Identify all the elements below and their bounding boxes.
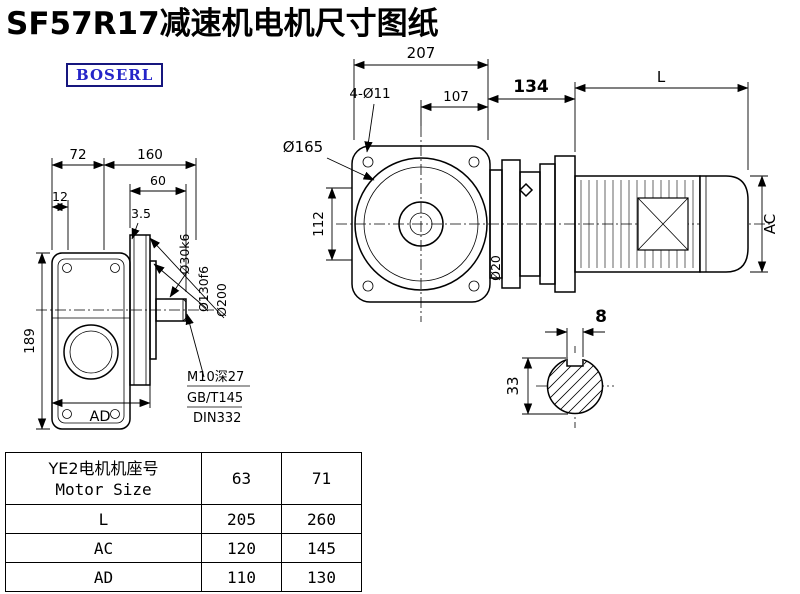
section-hatching [547, 358, 603, 414]
input-bore-circle [398, 201, 444, 247]
header-label-cell: YE2电机机座号 Motor Size [5, 452, 202, 505]
dim-shaft-dia-20: Ø20 [488, 255, 503, 281]
dim-60: 60 [150, 173, 166, 188]
value-L-63: 205 [201, 504, 282, 534]
value-AD-71: 130 [281, 562, 362, 592]
row-label-AC: AC [5, 533, 202, 563]
leader-tap-note [185, 313, 205, 378]
bolt-hole [62, 409, 72, 419]
note-std2: DIN332 [193, 411, 241, 426]
worm-housing-bore [63, 324, 119, 380]
keyway-outline [566, 359, 584, 367]
flange-circle-inner [363, 166, 479, 282]
leader-flange-dia-165 [326, 157, 375, 181]
table-row-L: L 205 260 [5, 504, 362, 534]
dim-107: 107 [443, 89, 469, 105]
label-shaft-dia: Ø30k6 [177, 233, 192, 274]
leader-bolt-holes [364, 103, 375, 153]
shaft-key-section: 8 33 [504, 307, 614, 428]
leader-flange-dia [149, 237, 225, 319]
dim-112: 112 [311, 211, 327, 237]
flange-bolt-hole [362, 156, 374, 168]
dim-207: 207 [407, 44, 436, 62]
dim-key-width: 8 [595, 307, 607, 327]
input-shaft-circle [409, 212, 433, 236]
gearbox-body-inner-outline [57, 258, 125, 424]
extension-lines-134-L [574, 82, 749, 170]
dim-3-5: 3.5 [131, 206, 151, 221]
table-header-row: YE2电机机座号 Motor Size 63 71 [5, 452, 362, 505]
nameplate-cross-lines [637, 197, 689, 251]
dim-189: 189 [22, 328, 38, 354]
dim-AD: AD [89, 409, 110, 425]
table-row-AD: AD 110 130 [5, 562, 362, 592]
dim-L: L [657, 68, 666, 86]
flange-circle-165 [354, 157, 488, 291]
worm-housing-bore-inner [69, 330, 113, 374]
bolt-hole [110, 263, 120, 273]
motor-size-table: YE2电机机座号 Motor Size 63 71 L 205 260 AC 1… [5, 452, 362, 592]
note-tap: M10深27 [187, 370, 244, 385]
extension-lines-top [51, 158, 197, 250]
brand-logo: BOSERL [66, 63, 164, 87]
page-title: SF57R17减速机电机尺寸图纸 [6, 6, 439, 42]
bolt-hole [62, 263, 72, 273]
label-flange-dia: Ø200 [214, 283, 229, 317]
label-spigot-dia: Ø130f6 [196, 266, 211, 312]
dim-flange-dia: Ø165 [283, 138, 323, 156]
dim-bolt-holes: 4-Ø11 [349, 86, 390, 102]
value-AC-63: 120 [201, 533, 282, 563]
leader-3-5 [131, 222, 140, 240]
flange-bolt-hole [468, 156, 480, 168]
technical-drawing: 72 160 60 12 3.5 189 AD Ø30k6 Ø130f6 Ø20… [22, 44, 779, 430]
row-label-AD: AD [5, 562, 202, 592]
side-view: 207 4-Ø11 107 134 L Ø165 112 Ø20 AC [283, 44, 779, 322]
front-view: 72 160 60 12 3.5 189 AD Ø30k6 Ø130f6 Ø20… [22, 147, 250, 430]
value-AD-63: 110 [201, 562, 282, 592]
motor-size-label-en: Motor Size [55, 479, 152, 499]
bolt-hole [110, 409, 120, 419]
keyway-cutout-mask [566, 353, 584, 366]
dim-160: 160 [137, 147, 163, 163]
dim-12: 12 [52, 189, 68, 204]
dim-72: 72 [69, 147, 86, 163]
dim-AC: AC [761, 214, 779, 234]
value-AC-71: 145 [281, 533, 362, 563]
motor-fan-cover [699, 175, 749, 273]
dim-134: 134 [513, 77, 549, 97]
leader-spigot-dia [153, 263, 207, 309]
extension-lines-189 [36, 252, 50, 430]
value-L-71: 260 [281, 504, 362, 534]
flange-bolt-hole [362, 280, 374, 292]
dim-33: 33 [504, 376, 522, 395]
shaft-end-chamfer [182, 298, 187, 322]
frame-size-63-cell: 63 [201, 452, 282, 505]
note-std1: GB/T145 [187, 391, 243, 406]
key-symbol [518, 182, 534, 198]
table-row-AC: AC 120 145 [5, 533, 362, 563]
output-shaft [155, 298, 187, 322]
frame-size-71-cell: 71 [281, 452, 362, 505]
flange-bolt-hole [468, 280, 480, 292]
row-label-L: L [5, 504, 202, 534]
motor-size-label-cn: YE2电机机座号 [48, 459, 159, 479]
